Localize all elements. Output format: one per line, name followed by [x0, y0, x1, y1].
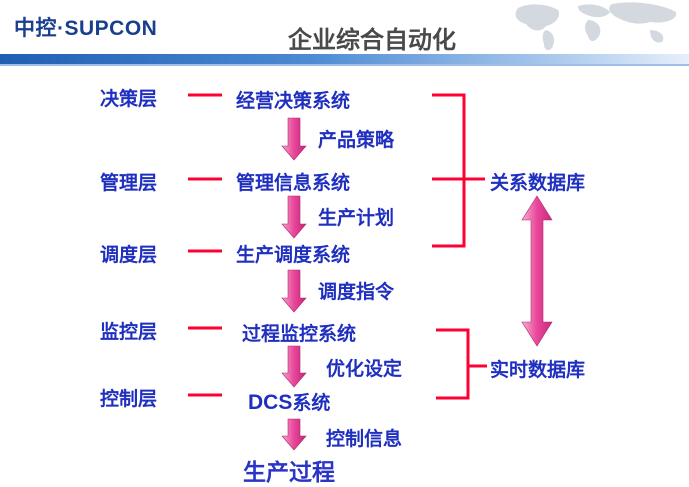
level-control: 控制层	[100, 388, 158, 410]
level-management: 管理层	[100, 172, 158, 194]
flow-optimization-setting: 优化设定	[326, 358, 403, 380]
supcon-logo: 中控·SUPCON	[14, 17, 158, 40]
level-monitoring: 监控层	[100, 321, 158, 343]
realtime-database: 实时数据库	[490, 359, 586, 381]
world-map-graphic	[515, 2, 677, 51]
flow-product-strategy: 产品策略	[318, 129, 395, 151]
system-scheduling: 生产调度系统	[236, 244, 351, 266]
system-management: 管理信息系统	[236, 172, 351, 194]
system-monitoring: 过程监控系统	[242, 323, 357, 345]
production-process: 生产过程	[243, 460, 335, 486]
down-arrow-5	[281, 418, 307, 451]
bracket-realtime	[436, 328, 487, 400]
flow-control-info: 控制信息	[326, 428, 403, 450]
flow-dispatch-instruction: 调度指令	[318, 281, 395, 303]
header-rule	[0, 64, 689, 66]
system-decision: 经营决策系统	[236, 90, 351, 112]
down-arrow-3	[281, 269, 307, 313]
level-scheduling: 调度层	[100, 244, 158, 266]
bracket-relational	[432, 93, 485, 248]
page-title: 企业综合自动化	[288, 26, 456, 54]
down-arrow-4	[281, 345, 307, 388]
system-control-suffix: 系统	[292, 392, 331, 414]
relational-database: 关系数据库	[490, 172, 586, 194]
header-band	[0, 54, 689, 64]
level-decision: 决策层	[100, 88, 158, 110]
system-control-prefix: DCS	[248, 391, 293, 414]
down-arrow-1	[281, 117, 307, 161]
flow-production-plan: 生产计划	[318, 207, 395, 229]
bidirectional-arrow	[521, 195, 553, 347]
down-arrow-2	[281, 195, 307, 239]
system-control: DCS系统	[248, 388, 330, 415]
